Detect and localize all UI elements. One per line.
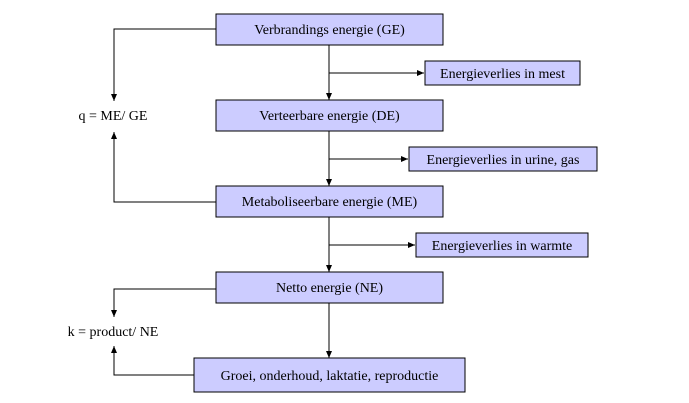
box-production — [193, 357, 466, 393]
box-net-energy — [215, 271, 444, 304]
formula-q: q = ME/ GE — [79, 109, 148, 124]
connector-me-to-q — [111, 132, 216, 203]
label-net-energy: Netto energie (NE) — [276, 281, 383, 296]
box-loss-manure — [424, 60, 581, 86]
connector-ge-to-q — [111, 28, 216, 101]
connector-production-to-k — [111, 346, 194, 376]
label-loss-heat: Energieverlies in warmte — [432, 239, 572, 254]
connector-ne-to-k — [111, 288, 216, 317]
label-metabolizable-energy: Metaboliseerbare energie (ME) — [242, 195, 418, 210]
box-loss-heat — [415, 232, 589, 258]
label-digestible-energy: Verteerbare energie (DE) — [259, 109, 400, 124]
box-metabolizable-energy — [215, 185, 444, 218]
box-gross-energy — [215, 13, 444, 46]
box-digestible-energy — [215, 99, 444, 132]
label-gross-energy: Verbrandings energie (GE) — [254, 23, 405, 38]
label-production: Groei, onderhoud, laktatie, reproductie — [221, 369, 439, 384]
label-loss-manure: Energieverlies in mest — [440, 67, 565, 82]
label-loss-urine-gas: Energieverlies in urine, gas — [427, 153, 580, 168]
box-loss-urine-gas — [408, 146, 598, 172]
formula-k: k = product/ NE — [68, 325, 159, 340]
